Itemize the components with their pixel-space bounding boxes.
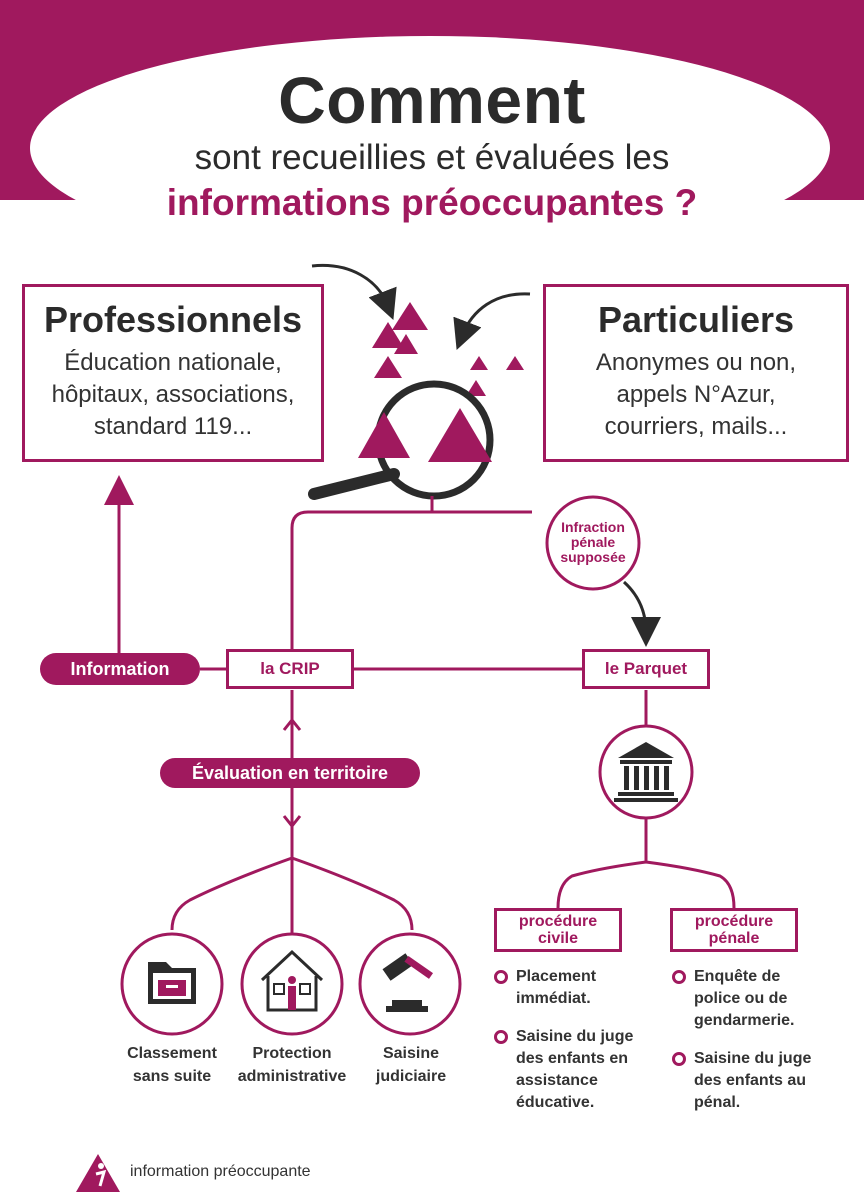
incoming-arrow-right [453, 292, 531, 350]
outcome-line: Classement [127, 1045, 217, 1062]
procedure-line: pénale [708, 930, 760, 947]
list-item-line: police ou de [694, 990, 788, 1007]
list-item-line: immédiat. [516, 990, 591, 1007]
professionnels-box: Professionnels Éducation nationale, hôpi… [22, 284, 324, 462]
page-subtitle: sont recueillies et évaluées les [194, 138, 670, 177]
procedure-civile-node: procédure civile [494, 908, 622, 952]
bullet-icon [672, 970, 686, 984]
list-item-line: des enfants au [694, 1072, 807, 1089]
outcome-line: sans suite [132, 1068, 212, 1085]
information-pill: Information [40, 653, 200, 685]
infraction-label: Infraction pénale supposée [547, 520, 639, 565]
connector-procedures [556, 818, 736, 909]
connector-magnifier-branch [290, 496, 532, 650]
gavel-icon [382, 953, 434, 1012]
evaluation-pill: Évaluation en territoire [160, 758, 420, 788]
outcome-line: judiciaire [375, 1068, 447, 1085]
professionnels-line: standard 119... [93, 413, 253, 440]
particuliers-line: courriers, mails... [604, 413, 788, 440]
outcome-line: Saisine [382, 1045, 440, 1062]
procedure-line: procédure [694, 913, 774, 930]
info-triangles [372, 302, 524, 396]
infraction-line: supposée [560, 549, 626, 565]
connector-outcomes [170, 856, 414, 938]
crip-node: la CRIP [226, 649, 354, 689]
list-item-line: des enfants en [516, 1050, 629, 1067]
list-item-line: Saisine du juge [516, 1028, 634, 1045]
list-item-line: Saisine du juge [694, 1050, 812, 1067]
page-title: Comment [278, 63, 586, 137]
particuliers-box: Particuliers Anonymes ou non, appels N°A… [543, 284, 849, 462]
list-item-line: éducative. [516, 1094, 595, 1111]
professionnels-line: hôpitaux, associations, [51, 381, 295, 408]
professionnels-line: Éducation nationale, [64, 349, 282, 376]
bullet-icon [494, 1030, 508, 1044]
professionnels-heading: Professionnels [43, 299, 303, 340]
outcome-line: Protection [252, 1045, 332, 1062]
list-item-line: gendarmerie. [694, 1012, 795, 1029]
bullet-icon [494, 970, 508, 984]
particuliers-description: Anonymes ou non, appels N°Azur, courrier… [546, 347, 846, 443]
arrow-to-parquet [622, 580, 661, 647]
outcome-caption-protection: Protection administrative [224, 1042, 360, 1088]
incoming-arrow-left [311, 263, 397, 320]
procedure-penale-list: Enquête de police ou de gendarmerie. Sai… [672, 966, 842, 1130]
list-item-line: pénal. [694, 1094, 741, 1111]
particuliers-line: Anonymes ou non, [595, 349, 797, 376]
legend-text: information préoccupante [130, 1163, 311, 1180]
list-item: Saisine du juge des enfants en assistanc… [494, 1026, 664, 1114]
outcome-line: administrative [237, 1068, 347, 1085]
list-item-line: Enquête de [694, 968, 781, 985]
parquet-node: le Parquet [582, 649, 710, 689]
folder-icon [148, 962, 196, 1004]
procedure-line: civile [537, 930, 579, 947]
procedure-civile-list: Placement immédiat. Saisine du juge des … [494, 966, 664, 1130]
header-banner [0, 0, 864, 260]
infraction-line: Infraction [561, 519, 625, 535]
procedure-line: procédure [518, 913, 598, 930]
outcome-caption-classement: Classement sans suite [106, 1042, 238, 1088]
legend-info-icon [76, 1154, 120, 1192]
magnifier-icon [308, 380, 494, 500]
particuliers-line: appels N°Azur, [616, 381, 776, 408]
infraction-line: pénale [570, 534, 616, 550]
professionnels-description: Éducation nationale, hôpitaux, associati… [25, 347, 321, 443]
page-title-accent: informations préoccupantes ? [166, 182, 698, 223]
outcome-caption-saisine: Saisine judiciaire [356, 1042, 466, 1088]
list-item: Placement immédiat. [494, 966, 664, 1010]
list-item: Saisine du juge des enfants au pénal. [672, 1048, 842, 1114]
list-item: Enquête de police ou de gendarmerie. [672, 966, 842, 1032]
house-icon [260, 949, 324, 1012]
procedure-penale-node: procédure pénale [670, 908, 798, 952]
outcome-circle-saisine [358, 932, 462, 1036]
particuliers-heading: Particuliers [597, 299, 795, 340]
infraction-bubble [545, 495, 641, 591]
list-item-line: Placement [516, 968, 597, 985]
list-item-line: assistance [516, 1072, 598, 1089]
courthouse-icon [614, 742, 678, 802]
bullet-icon [672, 1052, 686, 1066]
